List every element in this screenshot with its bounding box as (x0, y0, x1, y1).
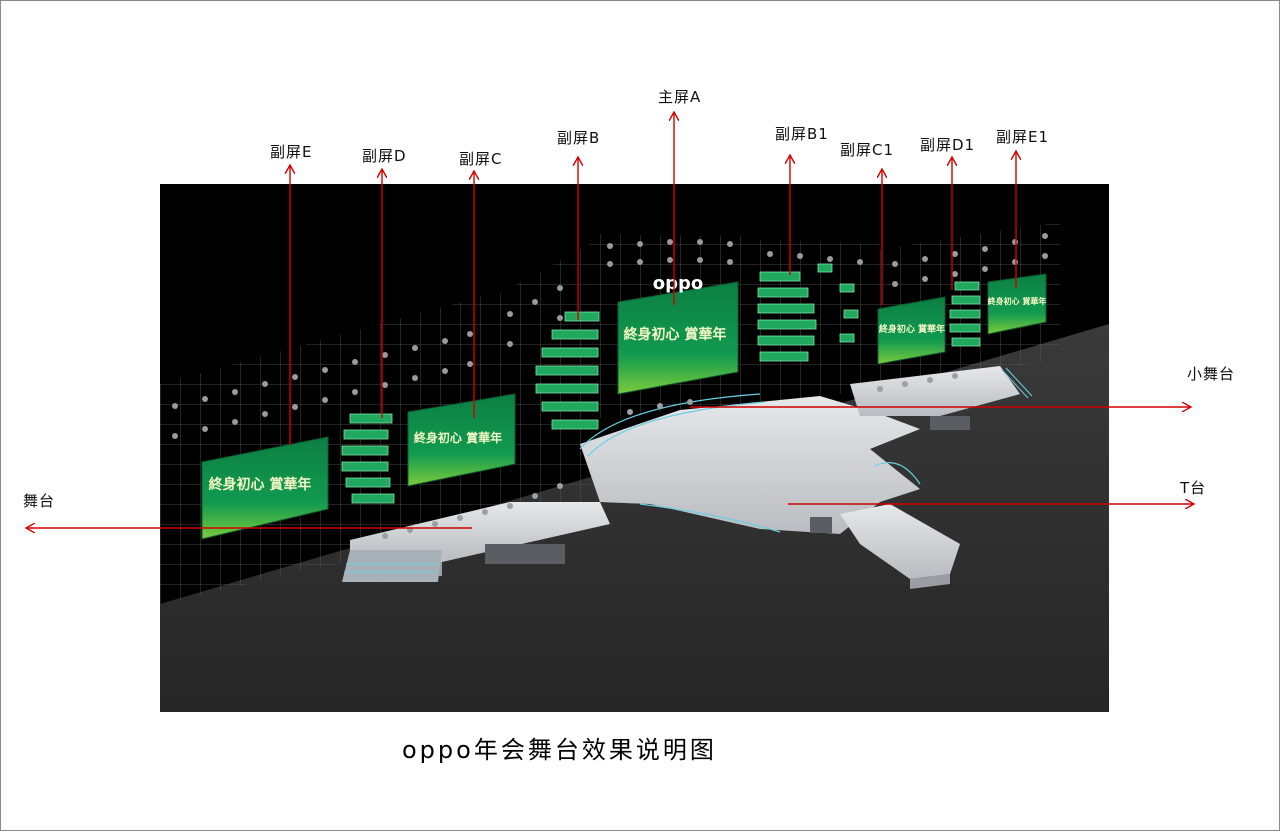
label-sub-b1: 副屏B1 (775, 125, 829, 143)
label-sub-c: 副屏C (459, 150, 503, 168)
stage-platform (342, 366, 1033, 589)
label-sub-d1: 副屏D1 (920, 136, 976, 154)
diagram-caption: oppo年会舞台效果说明图 (402, 736, 717, 764)
screen-a-slogan: 終身初心 賞華年 (624, 326, 727, 343)
screen-e-slogan: 終身初心 賞華年 (209, 476, 312, 493)
screen-c: 終身初心 賞華年 (407, 393, 516, 487)
label-t-stage: T台 (1180, 479, 1207, 497)
label-stage: 舞台 (23, 492, 56, 510)
led-fan-d1 (949, 281, 981, 347)
stage-render-svg: 終身初心 賞華年 終身初心 賞華年 終身初心 賞華年 oppo 終身初心 賞華年… (160, 222, 1109, 712)
screen-c1-slogan: 終身初心 賞華年 (879, 323, 945, 335)
screen-e1: 終身初心 賞華年 (987, 273, 1047, 335)
label-sub-b: 副屏B (557, 129, 601, 147)
screen-c-slogan: 終身初心 賞華年 (414, 430, 502, 445)
led-fan-b1 (757, 263, 859, 362)
screen-a: 終身初心 賞華年 oppo (617, 273, 739, 395)
led-fan-d (341, 413, 395, 504)
oppo-logo: oppo (653, 273, 704, 294)
screen-e: 終身初心 賞華年 (201, 436, 329, 540)
label-sub-c1: 副屏C1 (840, 141, 895, 159)
screen-c1: 終身初心 賞華年 (877, 296, 946, 365)
label-sub-e1: 副屏E1 (996, 128, 1050, 146)
label-sub-d: 副屏D (362, 147, 407, 165)
label-sub-e: 副屏E (270, 143, 313, 161)
stage-render: 終身初心 賞華年 終身初心 賞華年 終身初心 賞華年 oppo 終身初心 賞華年… (160, 184, 1109, 712)
label-small-stage: 小舞台 (1187, 365, 1236, 383)
led-fan-b (535, 311, 600, 430)
label-main-a: 主屏A (658, 88, 702, 106)
screen-e1-slogan: 終身初心 賞華年 (988, 296, 1047, 306)
